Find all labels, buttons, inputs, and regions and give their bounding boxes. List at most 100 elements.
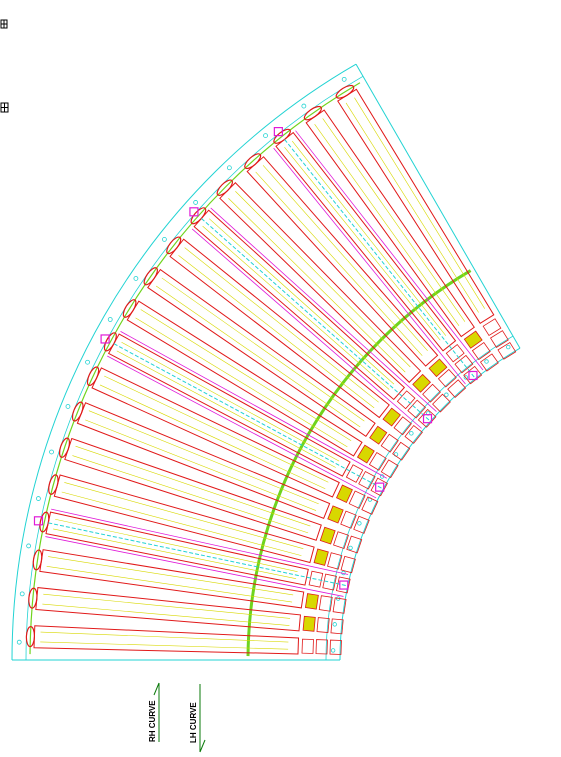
- rh-curve-label-group: RH CURVE: [148, 682, 160, 742]
- frame-bolt-hole: [49, 449, 54, 455]
- frame-bolt-hole: [16, 639, 22, 645]
- lh-curve-label: LH CURVE: [189, 702, 198, 743]
- roller-centerline: [161, 277, 365, 422]
- roller-hub: [318, 595, 333, 612]
- roller-end-cap: [25, 626, 36, 648]
- roller: [100, 331, 388, 499]
- drive-strap: [191, 228, 422, 429]
- drive-bracket: [422, 414, 433, 424]
- roller-centerline: [43, 593, 291, 619]
- roller-hub: [407, 399, 426, 419]
- roller-centerline: [53, 528, 297, 579]
- roller-hub: [445, 343, 465, 363]
- roller-centerline: [228, 198, 406, 373]
- roller-hub: [490, 330, 509, 348]
- roller-end-cap: [48, 474, 59, 495]
- roller-centerline: [85, 419, 317, 511]
- roller-hub: [348, 490, 366, 509]
- roller-hub: [361, 496, 379, 515]
- roller-hub: [454, 354, 474, 374]
- drive-shaft-line: [48, 522, 346, 586]
- roller: [86, 366, 379, 515]
- roller-hub: [333, 531, 349, 549]
- frame-bolt-hole: [162, 236, 167, 242]
- roller-centerline: [208, 218, 395, 385]
- roller-tube: [33, 625, 300, 655]
- drive-bracket: [189, 207, 199, 217]
- roller-end-cap: [28, 587, 38, 609]
- roller: [122, 299, 399, 479]
- roller-end-cap: [32, 549, 43, 571]
- roller-hub: [368, 452, 387, 471]
- rh-curve-label: RH CURVE: [148, 700, 157, 742]
- roller-hub: [319, 526, 336, 545]
- roller-end-cap: [244, 153, 262, 170]
- roller-centerline: [178, 255, 375, 409]
- roller-tube: [107, 333, 351, 477]
- roller-centerline: [202, 225, 390, 390]
- frame-bolt-hole: [301, 103, 307, 109]
- frame-bolt-hole: [85, 359, 90, 365]
- roller-hub: [308, 570, 324, 588]
- roller-hub: [329, 639, 342, 655]
- drive-bracket: [33, 516, 44, 526]
- frame-bolt-hole: [26, 543, 32, 549]
- corner-marker-top: [0, 19, 8, 29]
- roller-hub: [396, 390, 416, 410]
- frame-bolt-hole: [107, 317, 113, 322]
- roller-centerline: [48, 556, 294, 596]
- roller-centerline: [345, 102, 479, 313]
- roller-centerline: [314, 123, 460, 326]
- roller-centerline: [121, 341, 340, 462]
- roller-hub: [479, 353, 499, 372]
- drive-bracket: [375, 482, 385, 492]
- roller-hub: [432, 393, 451, 413]
- roller-centerline: [135, 317, 348, 448]
- roller-end-cap: [303, 105, 322, 121]
- roller-centerline: [116, 350, 336, 468]
- roller-tube: [246, 156, 439, 367]
- frame-bolt-hole: [348, 545, 353, 551]
- roller-tube: [193, 209, 406, 401]
- roller: [244, 153, 467, 398]
- roller-hub: [380, 433, 399, 453]
- roller-tube: [126, 300, 363, 457]
- roller-centerline: [184, 247, 379, 403]
- roller-end-cap: [166, 236, 182, 255]
- roller-centerline: [46, 566, 293, 603]
- roller-centerline: [235, 191, 411, 368]
- roller-hub: [358, 470, 376, 490]
- frame-bolt-hole: [484, 359, 489, 364]
- roller-centerline: [55, 518, 298, 572]
- roller-centerline: [40, 631, 289, 643]
- roller-centerline: [255, 171, 423, 356]
- drive-strap: [120, 331, 387, 479]
- drive-bracket: [468, 370, 478, 381]
- roller-end-cap: [86, 366, 100, 387]
- drive-bracket: [273, 127, 283, 137]
- lh-curve-label-group: LH CURVE: [189, 684, 206, 753]
- roller-hub: [335, 484, 353, 503]
- roller-centerline: [262, 165, 428, 352]
- roller-end-cap: [216, 179, 233, 196]
- roller: [303, 105, 499, 372]
- outer-frame-arc: [11, 63, 357, 661]
- roller: [273, 127, 484, 385]
- roller-centerline: [284, 147, 441, 341]
- roller-hub: [340, 510, 357, 529]
- frame-bolt-hole: [357, 521, 362, 526]
- roller-hub: [356, 444, 375, 464]
- frame-bolt-hole: [19, 591, 25, 597]
- drive-bracket: [339, 580, 349, 590]
- roller-centerline: [72, 455, 309, 534]
- roller-hub: [313, 548, 329, 566]
- frame-bolt-hole: [409, 431, 414, 436]
- roller: [166, 236, 423, 444]
- roller-hub: [428, 358, 448, 378]
- roller: [33, 508, 351, 597]
- roller: [58, 437, 363, 554]
- roller-centerline: [354, 97, 485, 309]
- drive-strap: [51, 508, 349, 575]
- roller: [32, 549, 347, 614]
